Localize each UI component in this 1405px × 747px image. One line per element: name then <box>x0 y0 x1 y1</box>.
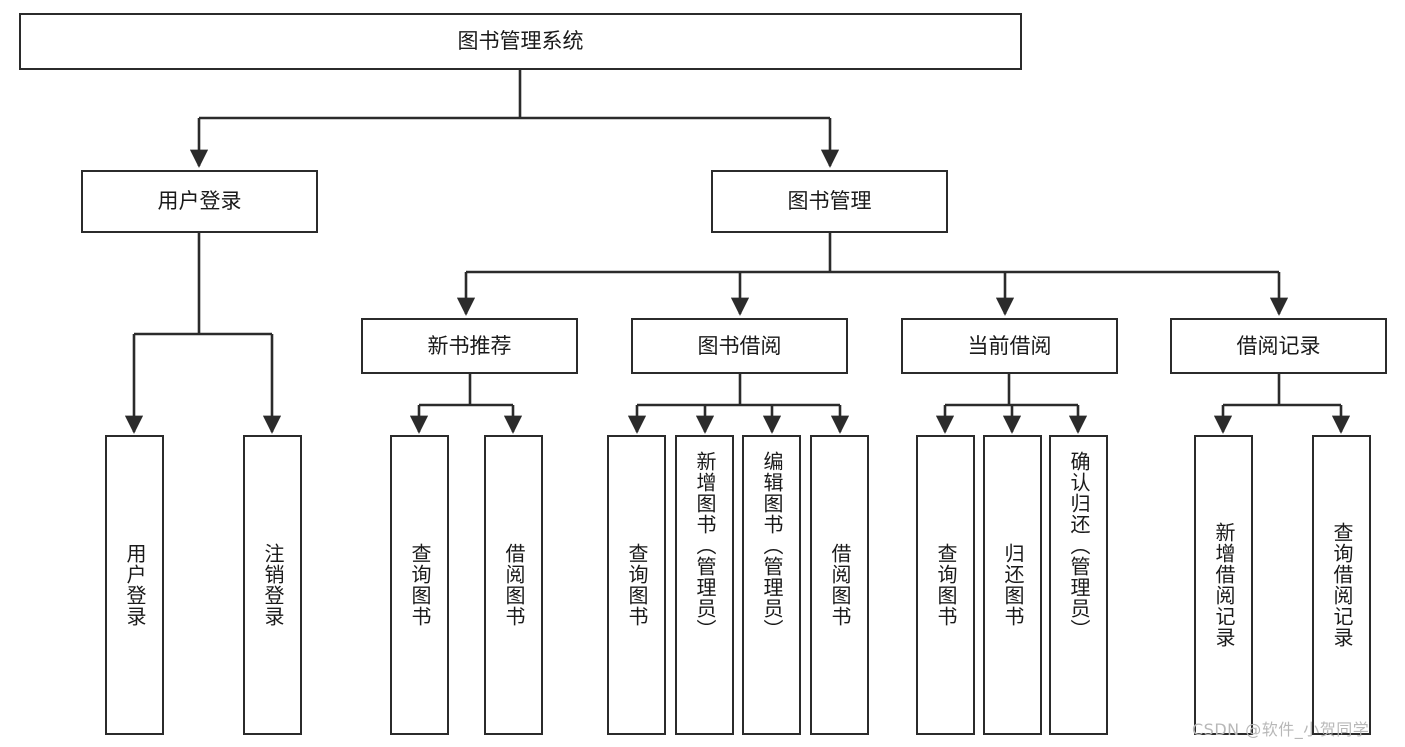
node-leaf-query-book-2[interactable]: 查询图书 <box>607 435 666 735</box>
node-leaf-user-login[interactable]: 用户登录 <box>105 435 164 735</box>
node-book-borrow[interactable]: 图书借阅 <box>631 318 848 374</box>
watermark-text: CSDN @软件_小贺同学 <box>1192 720 1370 739</box>
node-leaf-query-record-label: 查询借阅记录 <box>1330 522 1354 648</box>
node-leaf-logout[interactable]: 注销登录 <box>243 435 302 735</box>
node-leaf-logout-label: 注销登录 <box>261 543 285 627</box>
node-new-book-rec[interactable]: 新书推荐 <box>361 318 578 374</box>
node-leaf-confirm-return[interactable]: 确认归还（管理员） <box>1049 435 1108 735</box>
node-user-login[interactable]: 用户登录 <box>81 170 318 233</box>
node-leaf-add-record[interactable]: 新增借阅记录 <box>1194 435 1253 735</box>
node-leaf-query-book-2-label: 查询图书 <box>625 543 649 627</box>
node-leaf-edit-book-label: 编辑图书（管理员） <box>760 451 784 640</box>
node-current-borrow[interactable]: 当前借阅 <box>901 318 1118 374</box>
node-leaf-return-book[interactable]: 归还图书 <box>983 435 1042 735</box>
node-user-login-label: 用户登录 <box>157 189 242 214</box>
node-leaf-query-book-1-label: 查询图书 <box>408 543 432 627</box>
node-leaf-borrow-book-2[interactable]: 借阅图书 <box>810 435 869 735</box>
node-root[interactable]: 图书管理系统 <box>19 13 1022 70</box>
node-root-label: 图书管理系统 <box>457 29 584 54</box>
node-leaf-confirm-return-label: 确认归还（管理员） <box>1067 451 1091 640</box>
node-book-manage[interactable]: 图书管理 <box>711 170 948 233</box>
node-leaf-borrow-book-1-label: 借阅图书 <box>502 543 526 627</box>
node-leaf-user-login-label: 用户登录 <box>123 543 147 627</box>
node-leaf-borrow-book-2-label: 借阅图书 <box>828 543 852 627</box>
node-current-borrow-label: 当前借阅 <box>967 333 1052 358</box>
node-leaf-edit-book[interactable]: 编辑图书（管理员） <box>742 435 801 735</box>
node-leaf-add-book[interactable]: 新增图书（管理员） <box>675 435 734 735</box>
node-leaf-add-record-label: 新增借阅记录 <box>1212 522 1236 648</box>
node-borrow-record[interactable]: 借阅记录 <box>1170 318 1387 374</box>
node-leaf-borrow-book-1[interactable]: 借阅图书 <box>484 435 543 735</box>
node-book-manage-label: 图书管理 <box>787 189 872 214</box>
node-leaf-query-book-3[interactable]: 查询图书 <box>916 435 975 735</box>
node-leaf-query-book-1[interactable]: 查询图书 <box>390 435 449 735</box>
node-leaf-query-record[interactable]: 查询借阅记录 <box>1312 435 1371 735</box>
node-new-book-rec-label: 新书推荐 <box>427 333 512 358</box>
node-leaf-query-book-3-label: 查询图书 <box>934 543 958 627</box>
node-leaf-add-book-label: 新增图书（管理员） <box>693 451 717 640</box>
node-borrow-record-label: 借阅记录 <box>1236 333 1321 358</box>
node-book-borrow-label: 图书借阅 <box>697 333 782 358</box>
node-leaf-return-book-label: 归还图书 <box>1001 543 1025 627</box>
